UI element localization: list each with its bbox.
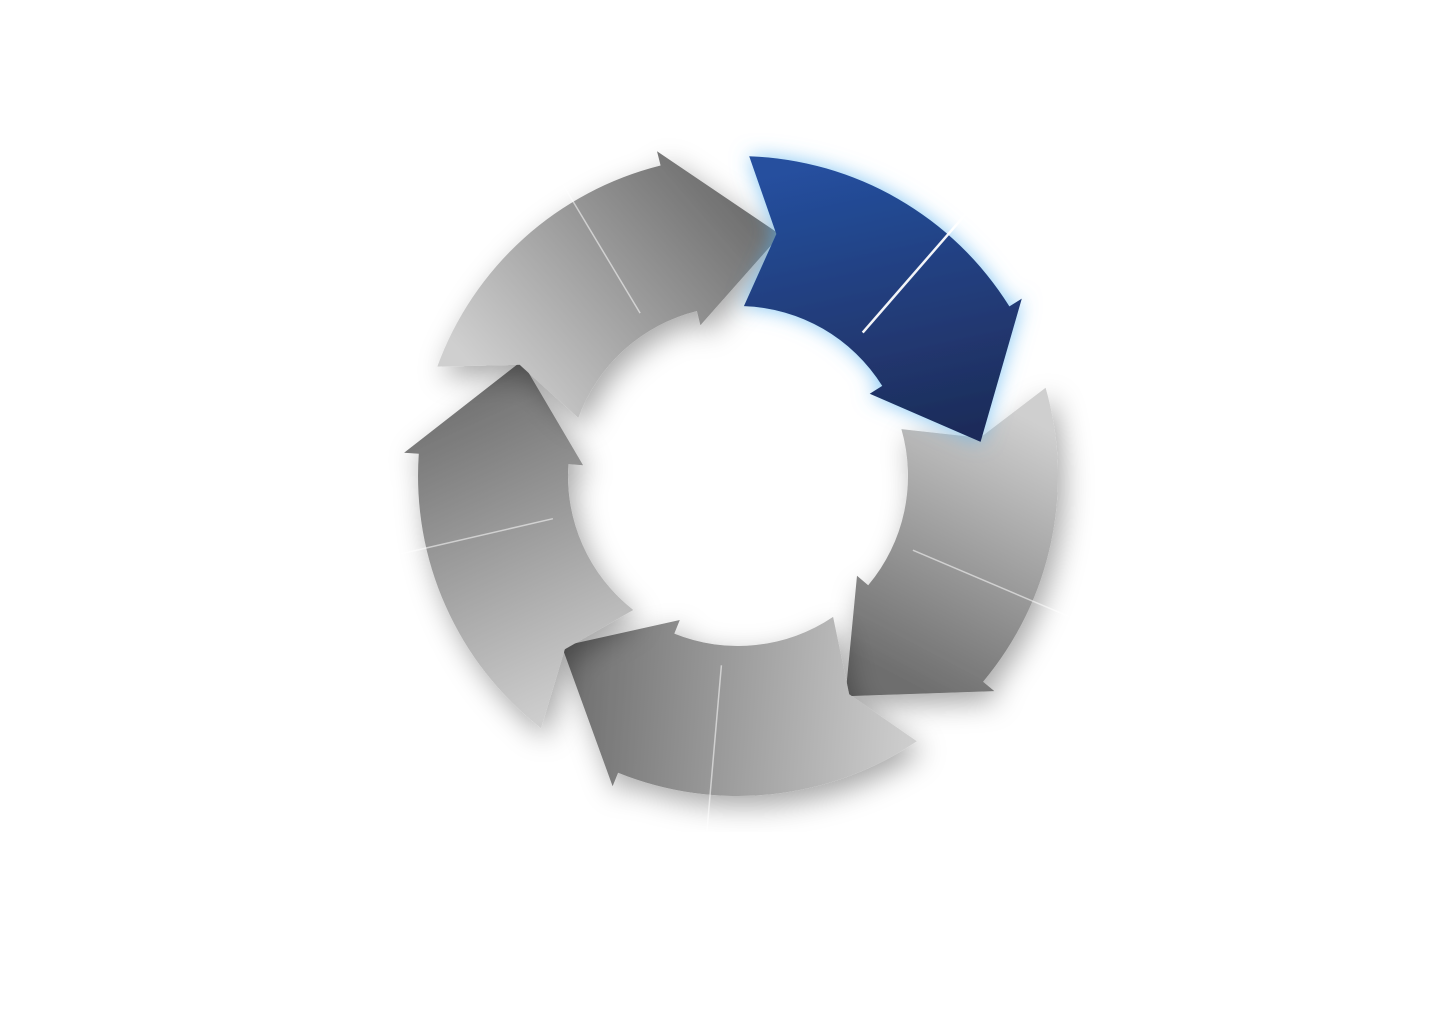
segment-divider-line: [551, 167, 641, 314]
segment-divider-line: [387, 517, 554, 558]
cycle-segment: [404, 361, 634, 729]
cycle-segment-highlighted: [743, 156, 1022, 442]
cycle-segment: [561, 616, 917, 796]
cycle-segment: [437, 151, 781, 418]
segment-divider-line: [912, 549, 1070, 618]
cycle-segment: [845, 387, 1058, 697]
segment-divider-line: [705, 665, 723, 835]
segment-divider-line: [861, 203, 976, 334]
